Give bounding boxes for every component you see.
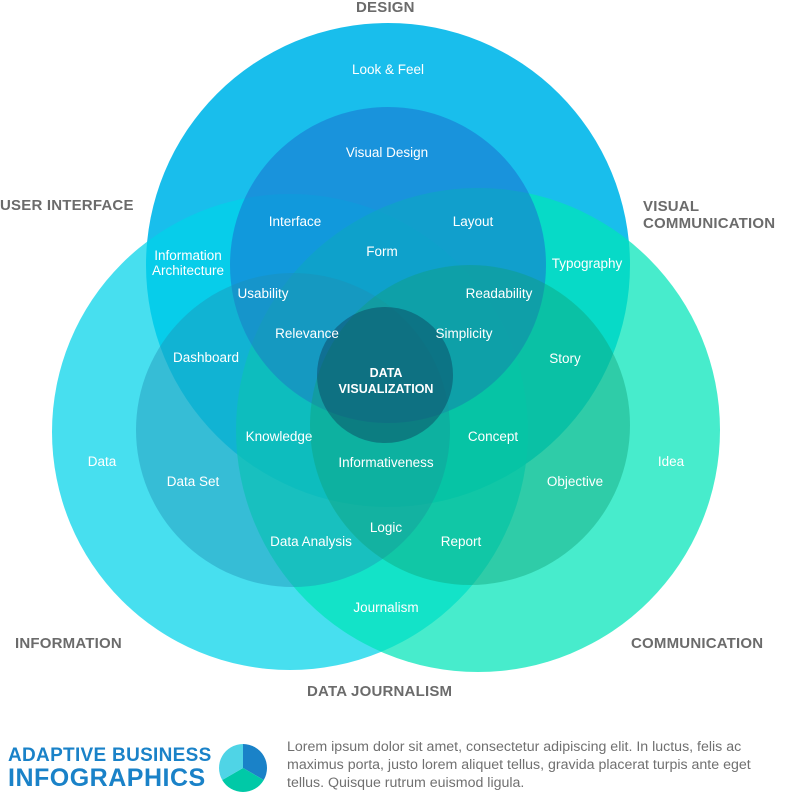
- data-visualization-circle: [317, 307, 453, 443]
- relevance-label: Relevance: [275, 326, 339, 341]
- interface-label: Interface: [269, 214, 322, 229]
- usability-label: Usability: [237, 286, 288, 301]
- footer-title-line1: ADAPTIVE BUSINESS: [8, 745, 212, 766]
- design-heading: DESIGN: [356, 0, 415, 16]
- simplicity-label: Simplicity: [435, 326, 492, 341]
- information-architecture-label-2: Architecture: [152, 263, 224, 278]
- data-journalism-circle: [136, 273, 450, 587]
- communication-heading: COMMUNICATION: [631, 635, 764, 652]
- user-interface-circle: [230, 107, 546, 423]
- look-feel-label: Look & Feel: [352, 62, 424, 77]
- knowledge-label: Knowledge: [246, 429, 313, 444]
- story-label: Story: [549, 351, 581, 366]
- data-set-label: Data Set: [167, 474, 220, 489]
- logic-label: Logic: [370, 520, 403, 535]
- data-analysis-label: Data Analysis: [270, 534, 352, 549]
- venn-diagram: Look & Feel Visual Design Interface Layo…: [52, 23, 720, 672]
- footer-body-text: Lorem ipsum dolor sit amet, consectetur …: [287, 739, 751, 791]
- visual-communication-heading-2: COMMUNICATION: [643, 215, 776, 232]
- typography-label: Typography: [552, 256, 623, 271]
- user-interface-heading: USER INTERFACE: [0, 197, 134, 214]
- objective-label: Objective: [547, 474, 603, 489]
- readability-label: Readability: [466, 286, 533, 301]
- data-label: Data: [88, 454, 117, 469]
- concept-label: Concept: [468, 429, 519, 444]
- pie-logo-icon: [219, 744, 267, 792]
- journalism-label: Journalism: [353, 600, 418, 615]
- dashboard-label: Dashboard: [173, 350, 239, 365]
- information-heading: INFORMATION: [15, 635, 122, 652]
- visual-communication-circle: [310, 265, 630, 585]
- data-visualization-label-2: VISUALIZATION: [339, 382, 434, 396]
- information-architecture-label-1: Information: [154, 248, 222, 263]
- visual-design-label: Visual Design: [346, 145, 428, 160]
- data-visualization-label-1: DATA: [370, 366, 403, 380]
- data-journalism-heading: DATA JOURNALISM: [307, 683, 453, 700]
- report-label: Report: [441, 534, 482, 549]
- layout-label: Layout: [453, 214, 494, 229]
- idea-label: Idea: [658, 454, 685, 469]
- footer-title-line2: INFOGRAPHICS: [8, 764, 206, 792]
- informativeness-label: Informativeness: [338, 455, 434, 470]
- visual-communication-heading-1: VISUAL: [643, 198, 700, 215]
- form-label: Form: [366, 244, 398, 259]
